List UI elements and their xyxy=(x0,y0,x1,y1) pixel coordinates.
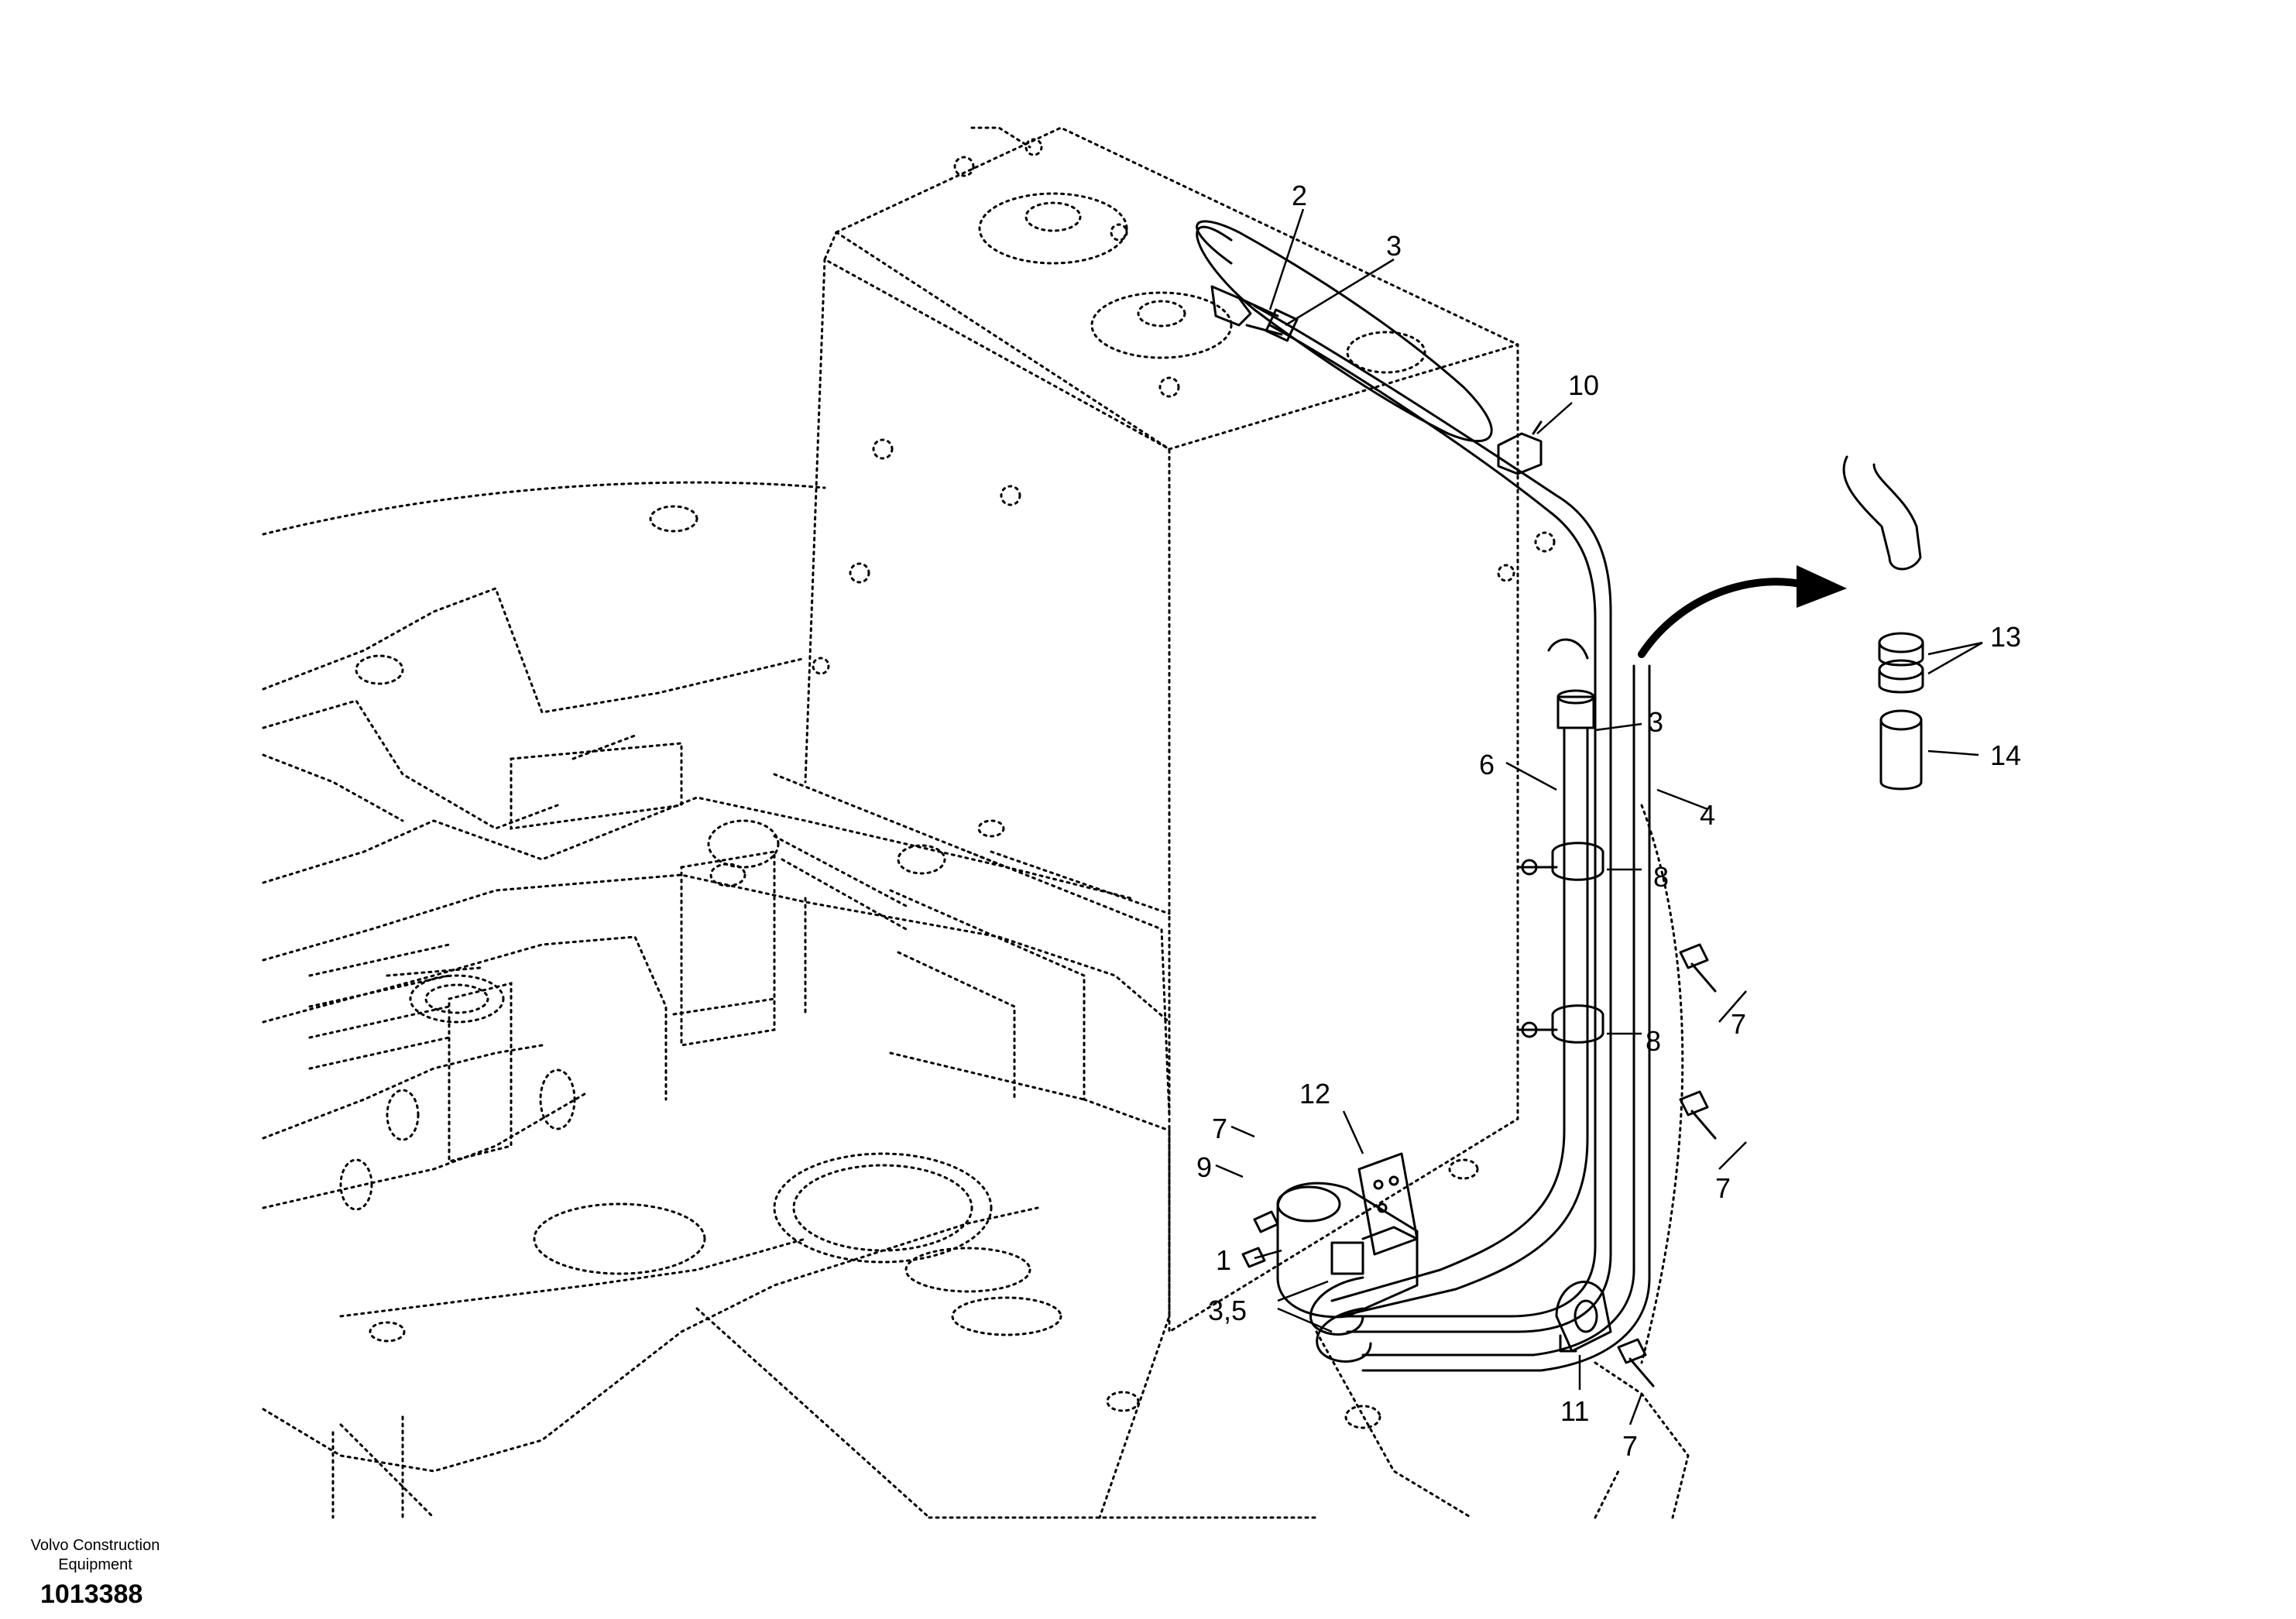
callout-8-upper: 8 xyxy=(1653,861,1669,893)
callout-labels: 2 3 10 3 6 4 8 8 7 7 12 7 9 1 3,5 11 7 1… xyxy=(1196,180,2021,1462)
callout-11: 11 xyxy=(1560,1395,1589,1427)
brand-name-line2: Equipment xyxy=(58,1556,132,1573)
callout-7-right-upper: 7 xyxy=(1731,1008,1746,1040)
callout-14: 14 xyxy=(1990,739,2021,771)
callout-13: 13 xyxy=(1990,621,2021,653)
machine-background-outline xyxy=(262,126,1690,1519)
callout-9: 9 xyxy=(1196,1151,1212,1183)
callout-6: 6 xyxy=(1479,749,1495,780)
callout-2: 2 xyxy=(1292,180,1307,211)
callout-3-5: 3,5 xyxy=(1208,1295,1247,1326)
callout-8-lower: 8 xyxy=(1646,1025,1661,1057)
callout-7-bottom: 7 xyxy=(1622,1430,1638,1462)
callout-7-right-lower: 7 xyxy=(1715,1172,1731,1204)
leader-lines xyxy=(1215,208,1983,1425)
callout-4: 4 xyxy=(1700,799,1715,831)
callout-7-left: 7 xyxy=(1212,1113,1227,1144)
drawing-number: 1013388 xyxy=(40,1580,143,1609)
callout-3-top: 3 xyxy=(1386,230,1402,262)
callout-1: 1 xyxy=(1216,1244,1231,1276)
exploded-view-arrow xyxy=(1638,565,1847,658)
washer-hose-assembly xyxy=(1196,220,1924,1387)
callout-12: 12 xyxy=(1299,1078,1330,1110)
callout-3-right: 3 xyxy=(1648,706,1663,738)
callout-10: 10 xyxy=(1568,369,1599,401)
brand-name-line1: Volvo Construction xyxy=(30,1537,160,1554)
